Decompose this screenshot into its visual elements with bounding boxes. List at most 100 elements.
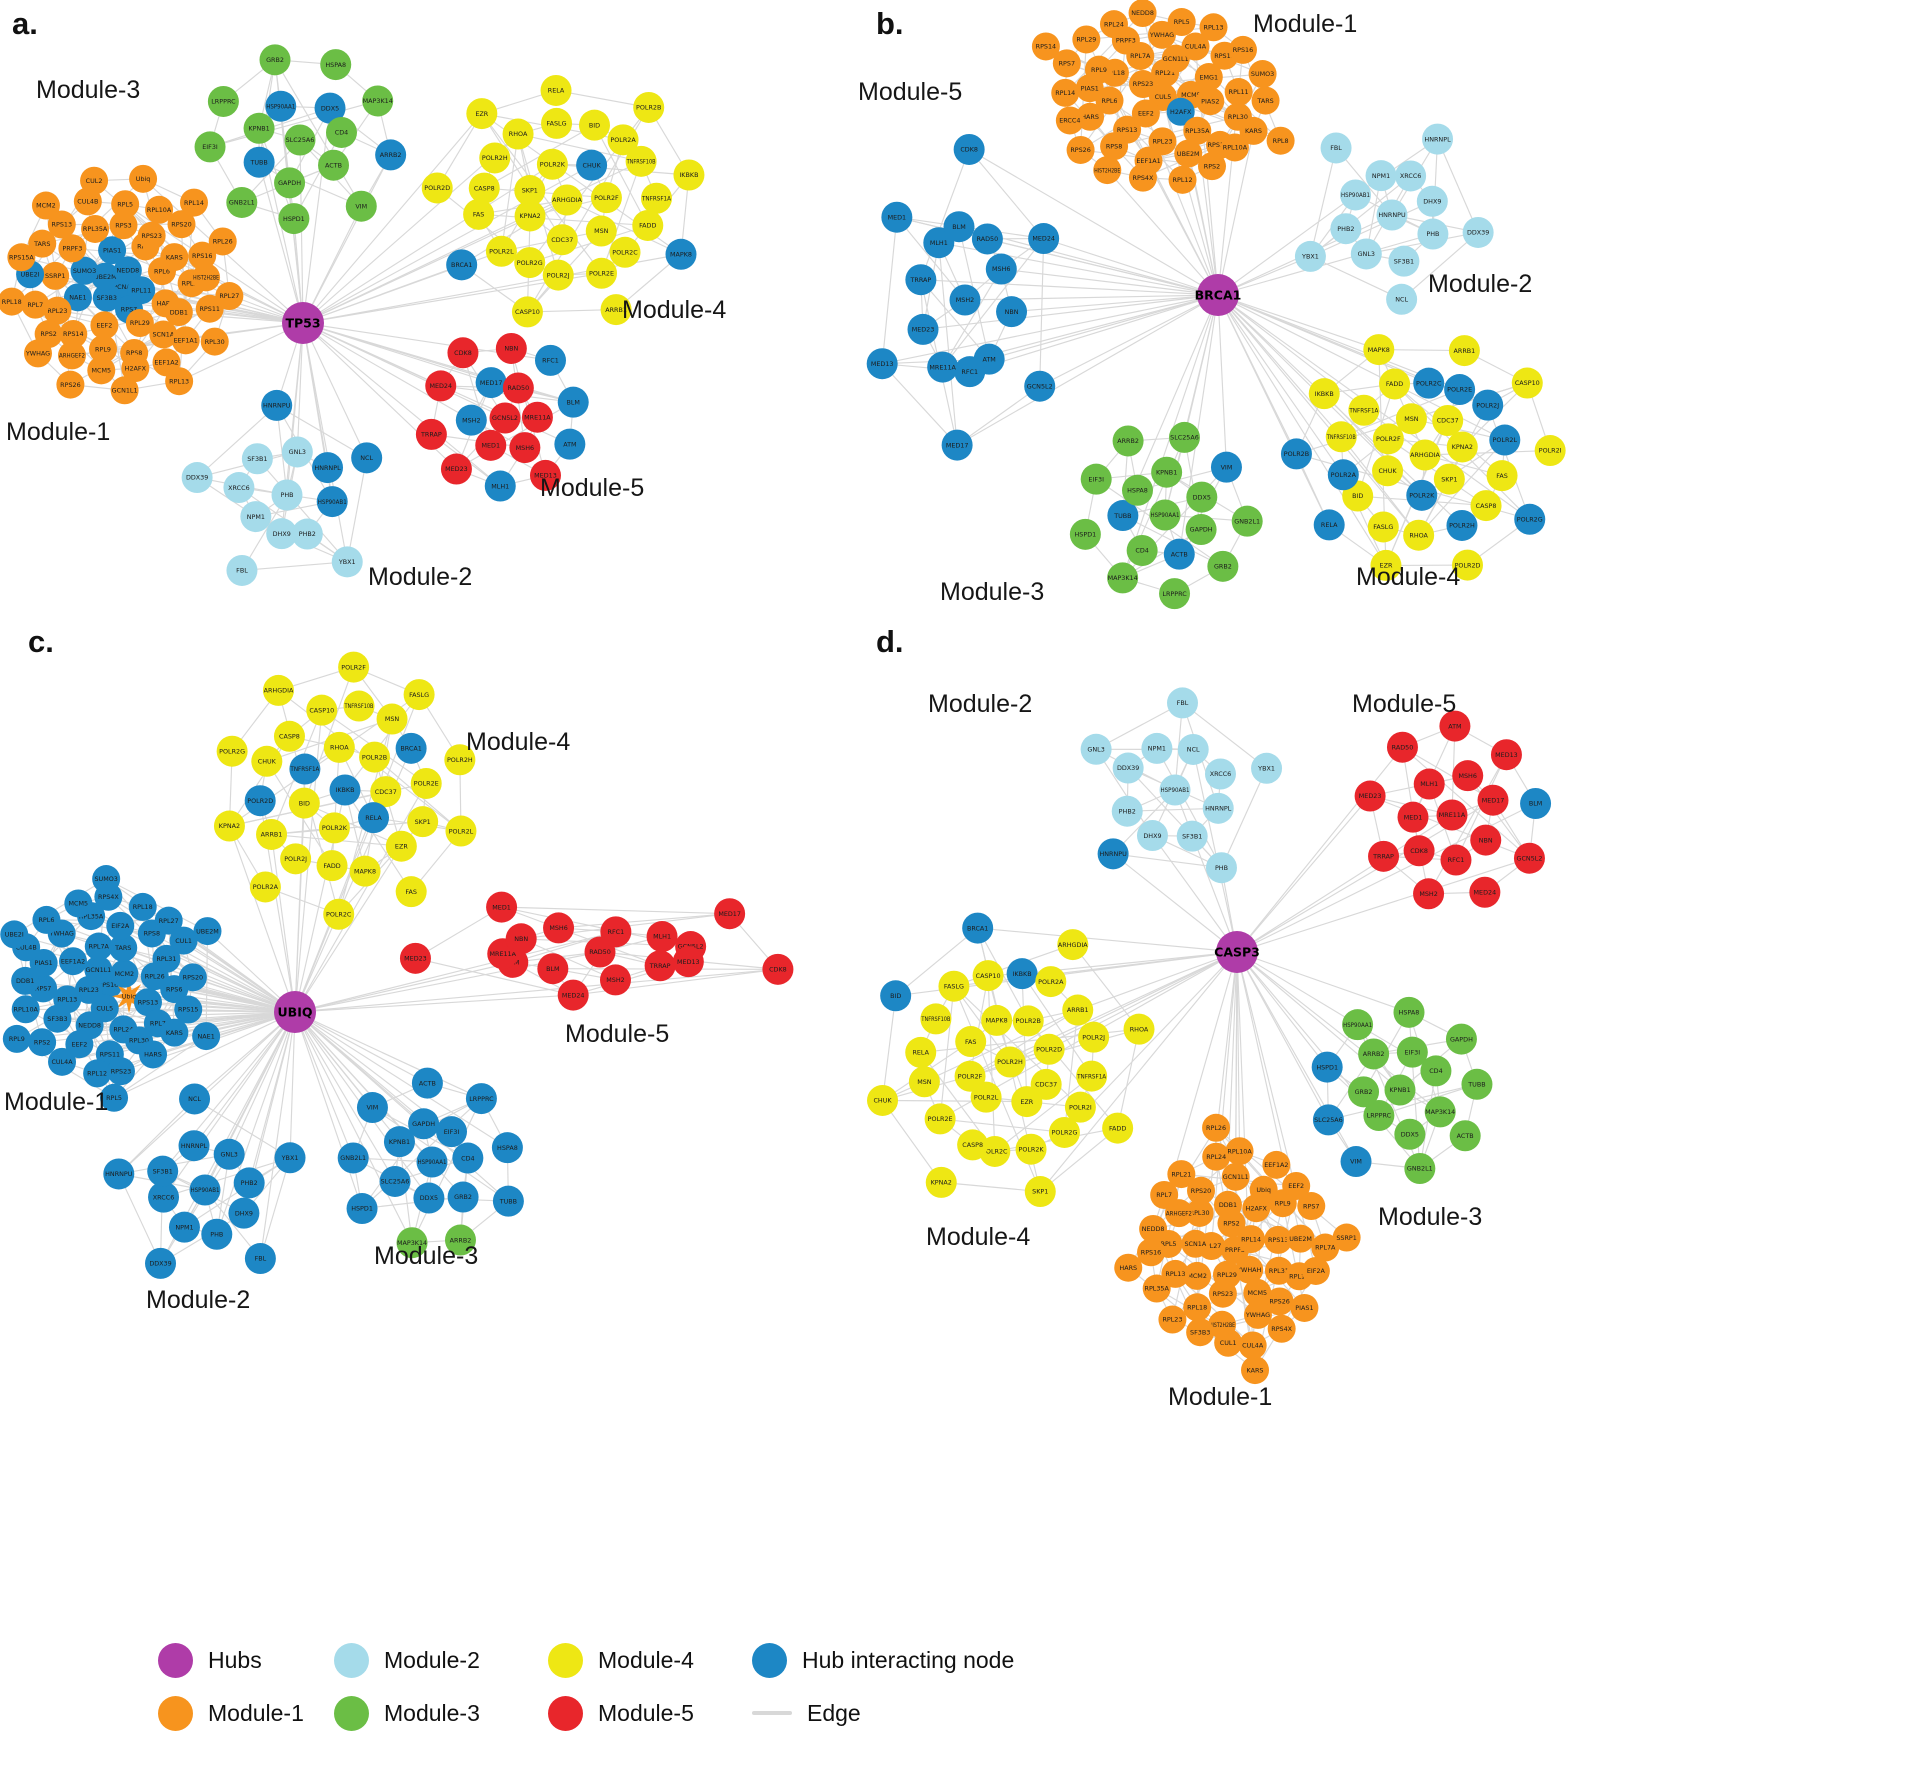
svg-text:FBL: FBL: [236, 567, 248, 575]
hub-interacting-node-HNRNPU: HNRNPU: [261, 389, 293, 421]
hub-interacting-node-NEDD8: NEDD8: [113, 256, 142, 285]
hub-interacting-node-SF3B3: SF3B3: [43, 1004, 72, 1033]
node-CDC37: CDC37: [1432, 405, 1464, 437]
svg-text:IKBKB: IKBKB: [335, 786, 354, 794]
edge: [259, 1157, 291, 1259]
svg-text:TNFRSF1A: TNFRSF1A: [290, 765, 320, 773]
svg-text:RPS14: RPS14: [63, 330, 83, 338]
svg-text:CUL5: CUL5: [96, 1005, 113, 1013]
svg-text:MSH6: MSH6: [992, 265, 1010, 273]
svg-text:RPS20: RPS20: [1191, 1187, 1211, 1195]
svg-text:RPL12: RPL12: [1289, 1272, 1309, 1280]
node-CASP8: CASP8: [273, 720, 305, 752]
hub-interacting-node-MSH2: MSH2: [949, 284, 981, 316]
hub-interacting-node-KPNB1: KPNB1: [383, 1126, 415, 1158]
node-YWHAG: YWHAG: [23, 339, 52, 368]
hub-interacting-node-CD4: CD4: [452, 1142, 484, 1174]
svg-text:CUL1: CUL1: [175, 937, 192, 945]
node-POLR2G: POLR2G: [216, 735, 248, 767]
hub-node-CASP3: CASP3: [1214, 931, 1260, 973]
node-TNFRSF1A: TNFRSF1A: [640, 182, 672, 214]
edge: [1220, 768, 1268, 868]
svg-text:MAPK8: MAPK8: [986, 1017, 1008, 1025]
hub-interacting-node-RPS20: RPS20: [178, 963, 207, 992]
hub-edge: [1183, 294, 1219, 438]
edge: [1378, 349, 1426, 456]
svg-text:POLR2B: POLR2B: [1284, 450, 1309, 458]
svg-text:Ubiq: Ubiq: [136, 175, 151, 183]
node-NEDD8: NEDD8: [1139, 1214, 1168, 1243]
node-IKBKB: IKBKB: [673, 159, 705, 191]
node-RPL10A: RPL10A: [1220, 133, 1249, 162]
svg-text:RELA: RELA: [365, 814, 382, 822]
module-label-b-Module-4: Module-4: [1356, 563, 1460, 591]
svg-text:XRCC6: XRCC6: [1400, 172, 1422, 180]
svg-text:SF3B3: SF3B3: [47, 1015, 67, 1023]
hub-interacting-node-RPL9: RPL9: [2, 1024, 31, 1053]
module-label-c-Module-3: Module-3: [374, 1242, 478, 1270]
svg-text:KPNA2: KPNA2: [219, 822, 240, 830]
node-IKBKB: IKBKB: [1308, 378, 1340, 410]
node-RPS7: RPS7: [1052, 49, 1081, 78]
hub-edge: [1162, 96, 1219, 296]
node-RPS20: RPS20: [167, 210, 196, 239]
hub-interacting-node-HARS: HARS: [139, 1040, 168, 1069]
svg-text:ARHGDIA: ARHGDIA: [1058, 941, 1088, 949]
svg-text:POLR2B: POLR2B: [362, 753, 387, 761]
legend-label-module1: Module-1: [208, 1699, 304, 1726]
svg-text:CUL4A: CUL4A: [51, 1058, 73, 1066]
svg-text:SLC25A6: SLC25A6: [1170, 434, 1199, 442]
node-GNL3: GNL3: [1350, 238, 1382, 270]
node-GAPDH: GAPDH: [1445, 1023, 1477, 1055]
hub-edge: [302, 322, 348, 562]
svg-text:ARRB1: ARRB1: [1454, 347, 1476, 355]
node-GNB2L1: GNB2L1: [1404, 1153, 1436, 1185]
node-EIF2A: EIF2A: [1301, 1256, 1330, 1285]
node-RAD50: RAD50: [502, 372, 534, 404]
node-RPS4X: RPS4X: [1128, 163, 1157, 192]
hub-edge: [147, 1001, 296, 1013]
svg-text:MAP3K14: MAP3K14: [363, 97, 393, 105]
node-HSPA8: HSPA8: [320, 49, 352, 81]
svg-text:RPL14: RPL14: [1241, 1235, 1261, 1243]
node-RPL23: RPL23: [43, 296, 72, 325]
svg-text:RPL23: RPL23: [47, 307, 67, 315]
legend-label-hub-interacting: Hub interacting node: [802, 1646, 1015, 1673]
svg-text:SF3B1: SF3B1: [1394, 257, 1414, 265]
node-MCM5: MCM5: [87, 356, 116, 385]
svg-text:RPS15A: RPS15A: [1208, 141, 1233, 149]
hub-interacting-node-GRB2: GRB2: [447, 1181, 479, 1213]
edge: [462, 352, 492, 446]
node-FAS: FAS: [1486, 460, 1518, 492]
node-KPNA2: KPNA2: [925, 1166, 957, 1198]
legend-label-module5: Module-5: [598, 1699, 694, 1726]
hub-interacting-node-POLR2D: POLR2D: [244, 785, 276, 817]
svg-text:MAPK8: MAPK8: [1368, 346, 1390, 354]
svg-text:MSN: MSN: [917, 1078, 932, 1086]
module-label-a-Module-2: Module-2: [368, 563, 472, 591]
svg-text:IKBKB: IKBKB: [1013, 970, 1032, 978]
svg-text:HNRNPL: HNRNPL: [181, 1142, 208, 1150]
svg-text:TNFRSF1A: TNFRSF1A: [1348, 406, 1378, 414]
svg-text:MED1: MED1: [492, 903, 511, 911]
node-NPM1: NPM1: [1141, 732, 1173, 764]
svg-text:RPL7: RPL7: [1156, 1191, 1172, 1199]
node-DDX5: DDX5: [1186, 481, 1218, 513]
edge: [1021, 973, 1028, 1102]
hub-interacting-node-IKBKB: IKBKB: [1006, 958, 1038, 990]
module-label-a-Module-4: Module-4: [622, 296, 726, 324]
svg-text:RPL18: RPL18: [2, 298, 22, 306]
hub-interacting-node-MCM2: MCM2: [110, 959, 139, 988]
node-MCM2: MCM2: [1183, 1261, 1212, 1290]
hub-edge: [1217, 130, 1255, 296]
hub-interacting-node-GCN5L2: GCN5L2: [1024, 370, 1056, 402]
svg-text:YWHAG: YWHAG: [1245, 1311, 1270, 1319]
node-TNFRSF10B: TNFRSF10B: [625, 145, 657, 177]
node-HSPA8: HSPA8: [1393, 996, 1425, 1028]
node-CASP10: CASP10: [972, 960, 1004, 992]
hub-interacting-node-RPL5: RPL5: [100, 1083, 129, 1112]
svg-text:CASP8: CASP8: [279, 733, 300, 741]
node-KPNA2: KPNA2: [1446, 431, 1478, 463]
svg-text:HNRNPL: HNRNPL: [314, 464, 341, 472]
hub-edge: [294, 783, 427, 1013]
